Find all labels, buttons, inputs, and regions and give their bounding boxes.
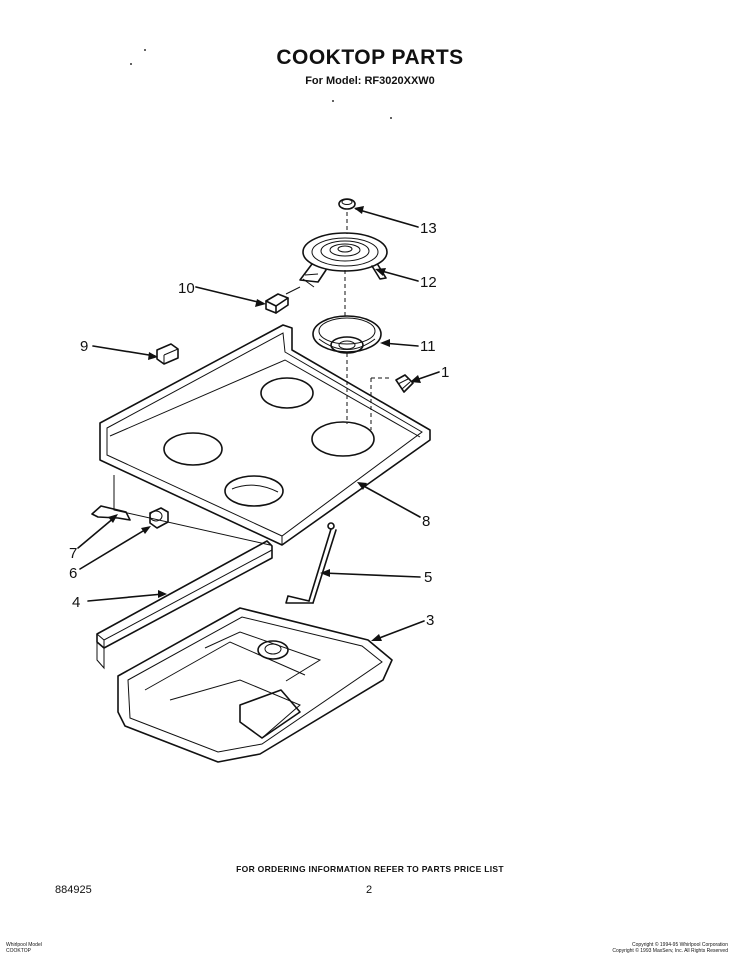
part-8-cooktop xyxy=(99,324,431,546)
callout-1: 1 xyxy=(441,364,449,381)
page-title: COOKTOP PARTS xyxy=(276,46,464,69)
part-4-trim-strip xyxy=(96,540,273,670)
callout-8: 8 xyxy=(422,513,430,530)
callout-6: 6 xyxy=(69,565,77,582)
callout-11: 11 xyxy=(420,338,436,355)
ordering-info-note: FOR ORDERING INFORMATION REFER TO PARTS … xyxy=(236,864,504,874)
callout-5: 5 xyxy=(424,569,432,586)
part-3-burner-box xyxy=(117,607,393,763)
part-9-clip xyxy=(156,343,179,365)
part-12-surface-element xyxy=(299,232,388,288)
brand-label: Whirlpool Model COOKTOP xyxy=(6,942,42,954)
document-number: 884925 xyxy=(55,884,92,896)
part-6-grommet xyxy=(149,507,169,529)
part-11-drip-bowl xyxy=(312,315,382,354)
part-7-spring-clip xyxy=(91,505,131,521)
callout-7: 7 xyxy=(69,545,77,562)
copyright-line-1: Copyright © 1994-95 Whirlpool Corporatio… xyxy=(632,942,728,948)
copyright-line-2: Copyright © 1993 MaxServ, Inc. All Right… xyxy=(612,948,728,954)
callout-3: 3 xyxy=(426,612,434,629)
part-5-support-rod xyxy=(285,522,337,604)
callout-13: 13 xyxy=(420,220,437,237)
part-1-bracket xyxy=(395,374,414,393)
callout-9: 9 xyxy=(80,338,88,355)
callout-10: 10 xyxy=(178,280,195,297)
callout-12: 12 xyxy=(420,274,437,291)
brand-line-1: Whirlpool Model xyxy=(6,942,42,948)
model-subtitle: For Model: RF3020XXW0 xyxy=(305,75,435,87)
part-13-knob-cap xyxy=(338,198,356,210)
page-number: 2 xyxy=(366,884,373,896)
copyright-notice: Copyright © 1994-95 Whirlpool Corporatio… xyxy=(612,942,728,954)
part-10-terminal-block xyxy=(265,286,301,314)
leader-lines xyxy=(77,206,440,641)
callout-4: 4 xyxy=(72,594,80,611)
brand-line-2: COOKTOP xyxy=(6,948,31,954)
